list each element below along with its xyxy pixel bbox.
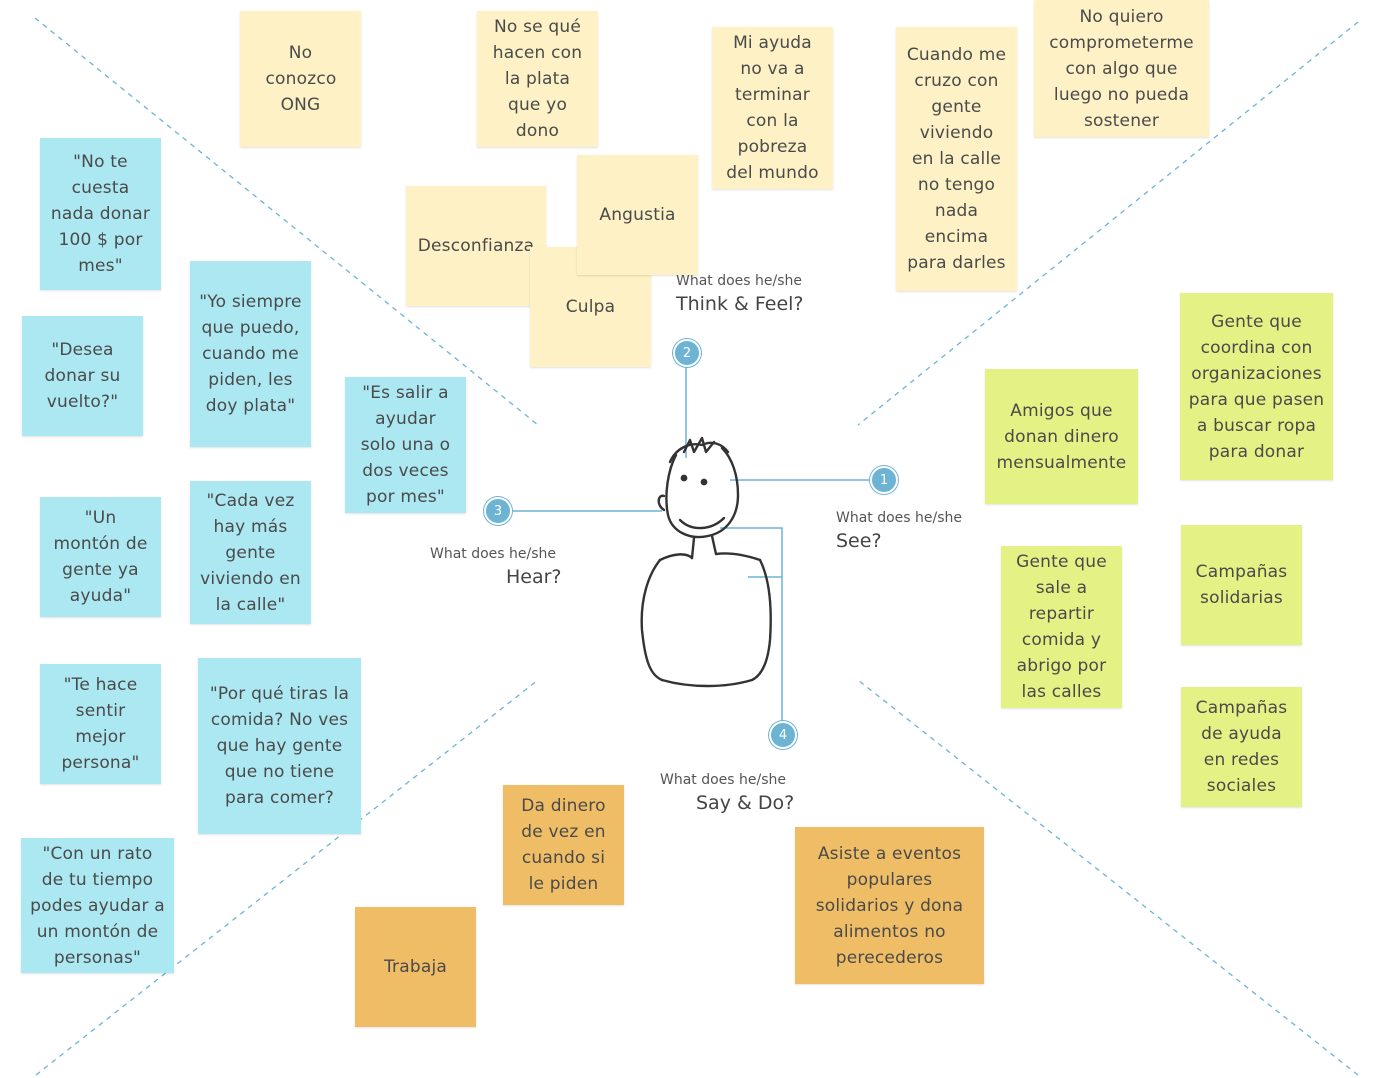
sticky-note[interactable]: Campañas solidarias	[1181, 525, 1302, 645]
sticky-note[interactable]: Da dinero de vez en cuando si le piden	[503, 785, 624, 905]
quadrant-divider-lines	[34, 17, 1359, 1076]
sticky-note[interactable]: Gente que sale a repartir comida y abrig…	[1001, 546, 1122, 708]
sticky-note[interactable]: "Con un rato de tu tiempo podes ayudar a…	[21, 838, 174, 973]
sticky-note[interactable]: "Es salir a ayudar solo una o dos veces …	[345, 377, 466, 513]
badge-say-do: 4	[769, 721, 797, 749]
sticky-note[interactable]: No conozco ONG	[240, 11, 361, 147]
sticky-note[interactable]: "Desea donar su vuelto?"	[22, 316, 143, 436]
sticky-note[interactable]: "No te cuesta nada donar 100 $ por mes"	[40, 138, 161, 290]
say-do-question: What does he/she	[660, 772, 787, 788]
sticky-note[interactable]: Angustia	[577, 155, 698, 275]
think-feel-title: Think & Feel?	[676, 293, 804, 315]
sticky-note[interactable]: Desconfianza	[406, 186, 546, 306]
sticky-note[interactable]: Asiste a eventos populares solidarios y …	[795, 827, 984, 984]
sticky-note[interactable]: "Por qué tiras la comida? No ves que hay…	[198, 658, 361, 834]
sticky-note[interactable]: "Un montón de gente ya ayuda"	[40, 497, 161, 617]
badge-hear: 3	[484, 497, 512, 525]
sticky-note[interactable]: "Te hace sentir mejor persona"	[40, 664, 161, 784]
sticky-note[interactable]: "Yo siempre que puedo, cuando me piden, …	[190, 261, 311, 447]
connector-lines	[510, 365, 872, 722]
sticky-note[interactable]: Mi ayuda no va a terminar con la pobreza…	[712, 27, 833, 189]
badge-see: 1	[870, 466, 898, 494]
sticky-note[interactable]: Gente que coordina con organizaciones pa…	[1180, 293, 1333, 480]
think-feel-question: What does he/she	[676, 273, 803, 289]
badge-think-feel: 2	[673, 339, 701, 367]
see-question: What does he/she	[836, 510, 963, 526]
sticky-note[interactable]: Cuando me cruzo con gente viviendo en la…	[896, 27, 1017, 291]
sticky-note[interactable]: "Cada vez hay más gente viviendo en la c…	[190, 481, 311, 624]
sticky-note[interactable]: No se qué hacen con la plata que yo dono	[477, 11, 598, 147]
hear-title: Hear?	[506, 566, 562, 588]
person-sketch-icon	[640, 436, 772, 688]
see-title: See?	[836, 530, 882, 552]
sticky-note[interactable]: Trabaja	[355, 907, 476, 1027]
say-do-title: Say & Do?	[696, 792, 795, 814]
sticky-note[interactable]: Campañas de ayuda en redes sociales	[1181, 687, 1302, 807]
sticky-note[interactable]: No quiero comprometerme con algo que lue…	[1034, 0, 1209, 137]
hear-question: What does he/she	[430, 546, 557, 562]
sticky-note[interactable]: Amigos que donan dinero mensualmente	[985, 369, 1138, 504]
